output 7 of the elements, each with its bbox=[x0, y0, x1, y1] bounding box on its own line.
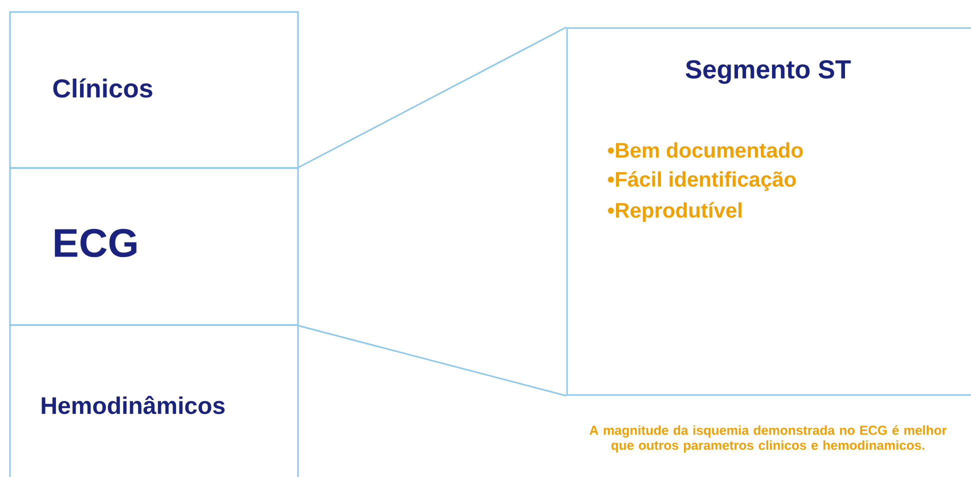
text-box: ECG bbox=[9, 167, 299, 326]
text-box: Segmento ST •Bem documentado •Fácil identificação •Reprodutível bbox=[566, 27, 971, 396]
node-label: A magnitude da isquemia demonstrada no ECG é melhor que outros parametros clinicos e hemodinamicos. bbox=[590, 425, 947, 452]
text-box: Clínicos bbox=[9, 11, 299, 169]
connector-line bbox=[298, 26, 567, 168]
connector-line bbox=[298, 325, 566, 396]
text-box: Hemodinâmicos bbox=[9, 324, 299, 477]
